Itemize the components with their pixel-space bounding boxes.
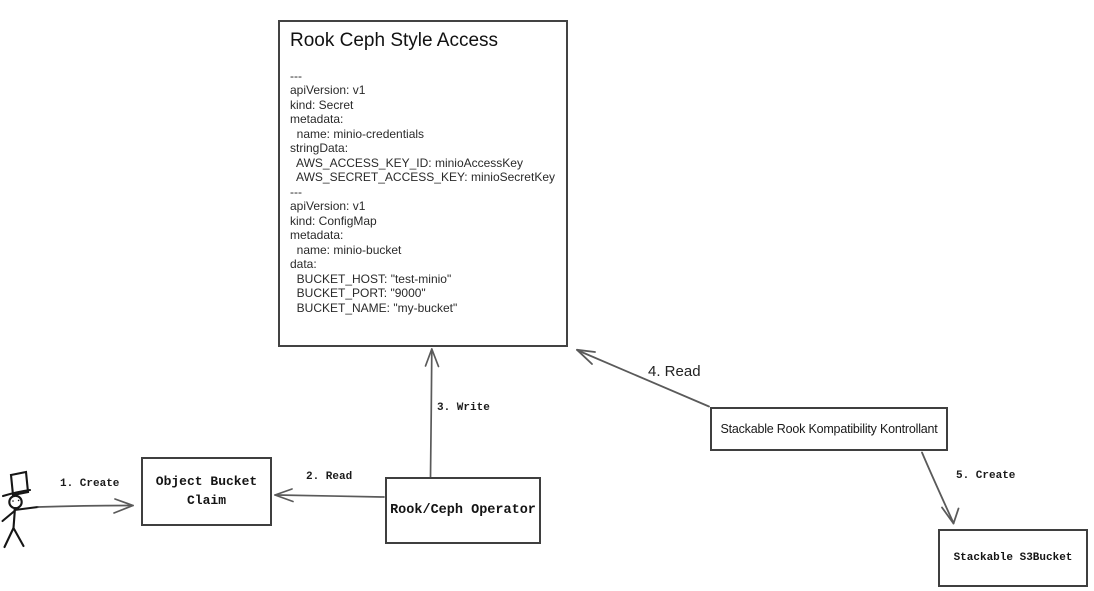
yaml-line: name: minio-credentials — [290, 126, 425, 141]
yaml-line: stringData: — [290, 141, 349, 156]
yaml-line: BUCKET_HOST: "test-minio" — [290, 271, 452, 286]
yaml-line: metadata: — [290, 112, 344, 127]
user-actor-icon — [1, 470, 40, 549]
yaml-line: AWS_SECRET_ACCESS_KEY: minioSecretKey — [290, 170, 555, 185]
yaml-line: apiVersion: v1 — [290, 199, 366, 214]
edge-label-4-read: 4. Read — [648, 363, 701, 380]
edge-label-3-write: 3. Write — [437, 402, 490, 414]
node-stackable-rook-kompatibility-kontrollant: Stackable Rook Kompatibility Kontrollant — [710, 407, 948, 451]
yaml-manifest-block: --- apiVersion: v1 kind: Secret metadata… — [290, 69, 556, 316]
yaml-line: metadata: — [290, 228, 344, 243]
yaml-line: kind: Secret — [290, 97, 354, 112]
yaml-line: --- — [290, 184, 302, 199]
yaml-line: data: — [290, 257, 317, 272]
yaml-line: AWS_ACCESS_KEY_ID: minioAccessKey — [290, 155, 523, 170]
yaml-line: BUCKET_PORT: "9000" — [290, 286, 426, 301]
arrow-2-read — [274, 488, 385, 503]
edge-label-1-create: 1. Create — [60, 478, 120, 490]
node-stackable-s3bucket: Stackable S3Bucket — [938, 529, 1088, 587]
arrow-1-create — [37, 498, 134, 514]
yaml-line: --- — [290, 68, 302, 83]
node-object-bucket-claim: Object Bucket Claim — [141, 457, 272, 526]
node-rook-ceph-style-access: Rook Ceph Style Access --- apiVersion: v… — [278, 20, 568, 347]
yaml-line: kind: ConfigMap — [290, 213, 377, 228]
yaml-line: name: minio-bucket — [290, 242, 402, 257]
yaml-line: BUCKET_NAME: "my-bucket" — [290, 300, 458, 315]
yaml-line: apiVersion: v1 — [290, 83, 366, 98]
big-box-title: Rook Ceph Style Access — [290, 30, 499, 51]
arrow-5-create — [921, 451, 960, 525]
node-rook-ceph-operator: Rook/Ceph Operator — [385, 477, 541, 544]
edge-label-5-create: 5. Create — [956, 470, 1016, 482]
edge-label-2-read: 2. Read — [306, 471, 353, 483]
